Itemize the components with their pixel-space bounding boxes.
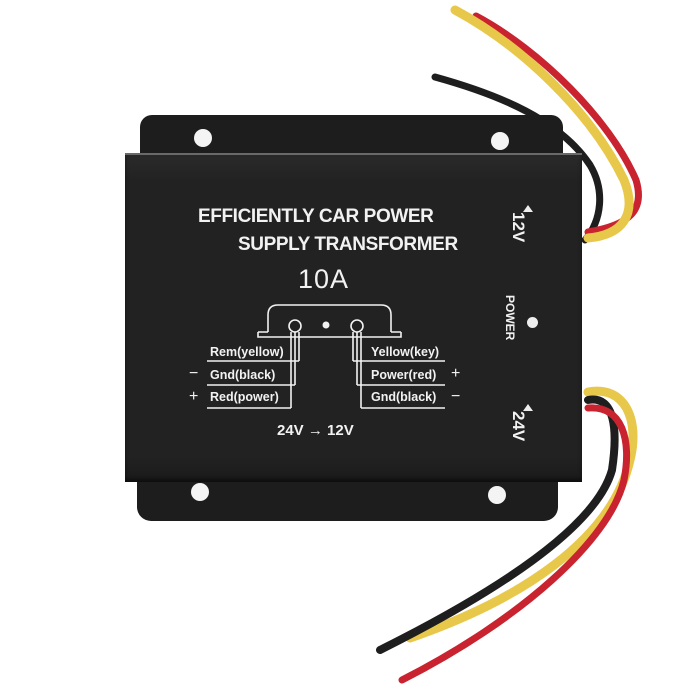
- arrow-up-icon: [523, 404, 533, 411]
- label-gnd-black-input: Gnd(black): [210, 368, 276, 382]
- plus-sign: +: [189, 388, 199, 405]
- label-gnd-black-output: Gnd(black): [371, 390, 437, 404]
- minus-sign: −: [451, 388, 461, 405]
- mounting-hole: [491, 132, 509, 150]
- mounting-hole: [191, 483, 209, 501]
- label-red-power: Red(power): [210, 390, 279, 404]
- mounting-hole: [194, 129, 212, 147]
- arrow-up-icon: [523, 205, 533, 212]
- label-yellow-key: Yellow(key): [371, 345, 440, 359]
- minus-sign: −: [189, 365, 199, 382]
- transformer-body: EFFICIENTLY CAR POWER SUPPLY TRANSFORMER…: [125, 153, 582, 482]
- wire-yellow-top: [450, 5, 634, 243]
- conversion-label: 24V → 12V: [277, 422, 354, 439]
- input-wires: [376, 386, 638, 684]
- power-indicator-label: POWER: [503, 295, 517, 341]
- output-voltage-label: 12V: [509, 212, 528, 243]
- wire-black-top: [431, 73, 604, 244]
- title-line-1: EFFICIENTLY CAR POWER: [198, 206, 434, 227]
- plus-sign: +: [451, 365, 461, 382]
- input-voltage-label: 24V: [509, 411, 528, 442]
- wiring-diagram: [207, 304, 445, 409]
- wire-red-bottom: [398, 404, 631, 684]
- label-rem-yellow: Rem(yellow): [210, 345, 284, 359]
- top-mounting-flange: [140, 115, 563, 160]
- mounting-hole: [488, 486, 506, 504]
- label-power-red: Power(red): [371, 368, 437, 382]
- title-line-2: SUPPLY TRANSFORMER: [238, 234, 458, 255]
- power-led-icon: [527, 317, 538, 328]
- current-rating: 10A: [298, 264, 350, 294]
- output-wires: [431, 5, 642, 244]
